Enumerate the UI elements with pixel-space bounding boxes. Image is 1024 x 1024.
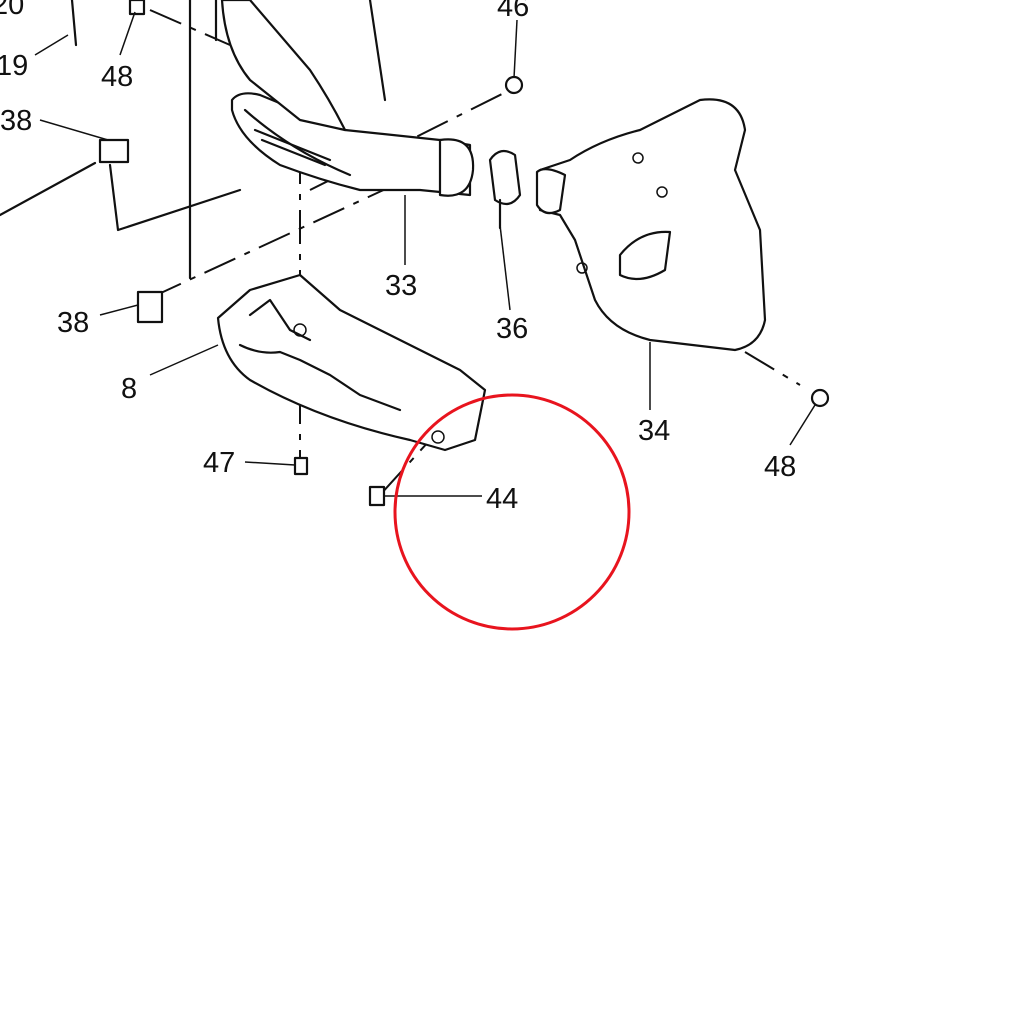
part-8-bracket xyxy=(216,273,487,452)
bolt-44 xyxy=(368,485,386,507)
callout-leaders xyxy=(34,11,816,497)
callout-33: 33 xyxy=(385,270,417,302)
highlight-circle xyxy=(393,393,631,631)
callout-34: 34 xyxy=(638,415,670,447)
assembly-lines xyxy=(0,0,801,496)
callout-19: 19 xyxy=(0,50,28,82)
screw-48a xyxy=(128,0,146,16)
fasteners xyxy=(70,0,830,507)
screw-46 xyxy=(504,75,524,95)
bolt-47 xyxy=(293,456,309,476)
clip-38b xyxy=(136,290,164,324)
screw-48b xyxy=(810,388,830,408)
part-36-clamp xyxy=(488,149,522,230)
callout-44: 44 xyxy=(486,483,518,515)
part-34-cover xyxy=(535,98,767,352)
callout-48-top: 48 xyxy=(101,61,133,93)
callout-38-top: 38 xyxy=(0,105,32,137)
callout-20: 20 xyxy=(0,0,24,21)
clip-38a xyxy=(98,138,130,164)
callout-48-right: 48 xyxy=(764,451,796,483)
callout-46: 46 xyxy=(497,0,529,23)
callout-36: 36 xyxy=(496,313,528,345)
callout-47: 47 xyxy=(203,447,235,479)
callout-8: 8 xyxy=(121,373,137,405)
callout-38-bottom: 38 xyxy=(57,307,89,339)
part-33-duct xyxy=(220,0,475,197)
screw-19 xyxy=(70,0,78,47)
